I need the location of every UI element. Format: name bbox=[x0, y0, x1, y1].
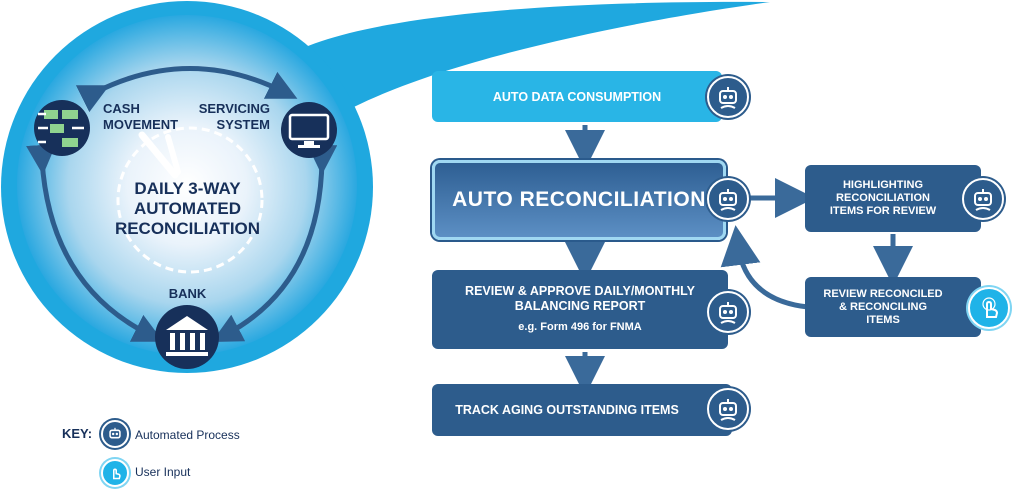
highlighting-box: HIGHLIGHTING RECONCILIATION ITEMS FOR RE… bbox=[805, 165, 981, 232]
highlighting-label-3: ITEMS FOR REVIEW bbox=[829, 205, 937, 217]
clock-hand-short bbox=[165, 134, 181, 175]
key-user-input-label: User Input bbox=[135, 465, 191, 479]
review-reconciled-box: REVIEW RECONCILED & RECONCILING ITEMS bbox=[805, 277, 981, 337]
robot-icon bbox=[962, 178, 1004, 220]
track-aging-box: TRACK AGING OUTSTANDING ITEMS bbox=[432, 384, 732, 436]
monitor-icon bbox=[281, 102, 337, 158]
servicing-system-label: SERVICING SYSTEM bbox=[198, 101, 270, 132]
cycle-center-title: DAILY 3-WAY AUTOMATED RECONCILIATION bbox=[114, 179, 261, 238]
auto-data-consumption-label: AUTO DATA CONSUMPTION bbox=[492, 89, 662, 104]
auto-reconciliation-box: AUTO RECONCILIATION bbox=[432, 160, 726, 240]
clock-ring bbox=[116, 126, 264, 274]
callout-tail bbox=[280, 1, 770, 120]
key-title: KEY: bbox=[62, 426, 93, 441]
robot-icon bbox=[707, 178, 749, 220]
review-approve-label-1: REVIEW & APPROVE DAILY/MONTHLY bbox=[465, 284, 695, 298]
clock-hand-long bbox=[138, 131, 179, 179]
robot-icon bbox=[707, 76, 749, 118]
cycle-arrow-top bbox=[75, 66, 298, 113]
review-approve-box: REVIEW & APPROVE DAILY/MONTHLY BALANCING… bbox=[432, 270, 728, 349]
review-reconciled-label-2: & RECONCILING bbox=[839, 300, 927, 313]
auto-data-consumption-box: AUTO DATA CONSUMPTION bbox=[432, 71, 722, 122]
robot-icon bbox=[101, 420, 129, 448]
highlighting-label-1: HIGHLIGHTING bbox=[842, 179, 924, 191]
track-aging-label: TRACK AGING OUTSTANDING ITEMS bbox=[455, 403, 679, 417]
cash-movement-label: CASH MOVEMENT bbox=[103, 101, 179, 132]
bank-label: BANK bbox=[168, 286, 207, 301]
cycle-arrow-right bbox=[211, 144, 338, 342]
review-approve-note: e.g. Form 496 for FNMA bbox=[518, 321, 642, 333]
highlighting-label-2: RECONCILIATION bbox=[836, 192, 930, 204]
review-approve-label-2: BALANCING REPORT bbox=[514, 299, 646, 313]
cash-transfer-icon bbox=[34, 100, 90, 156]
robot-icon bbox=[707, 388, 749, 430]
cycle-arrow-left bbox=[26, 144, 164, 342]
bank-icon bbox=[155, 305, 219, 369]
review-reconciled-label-3: ITEMS bbox=[866, 313, 900, 326]
touch-hand-icon bbox=[101, 459, 129, 487]
touch-hand-icon bbox=[968, 287, 1010, 329]
arrow-review-reconciled-to-reconciliation bbox=[720, 225, 809, 310]
key-automated-process-label: Automated Process bbox=[135, 428, 240, 442]
robot-icon bbox=[707, 291, 749, 333]
auto-reconciliation-label: AUTO RECONCILIATION bbox=[452, 188, 706, 211]
review-reconciled-label-1: REVIEW RECONCILED bbox=[823, 287, 943, 300]
